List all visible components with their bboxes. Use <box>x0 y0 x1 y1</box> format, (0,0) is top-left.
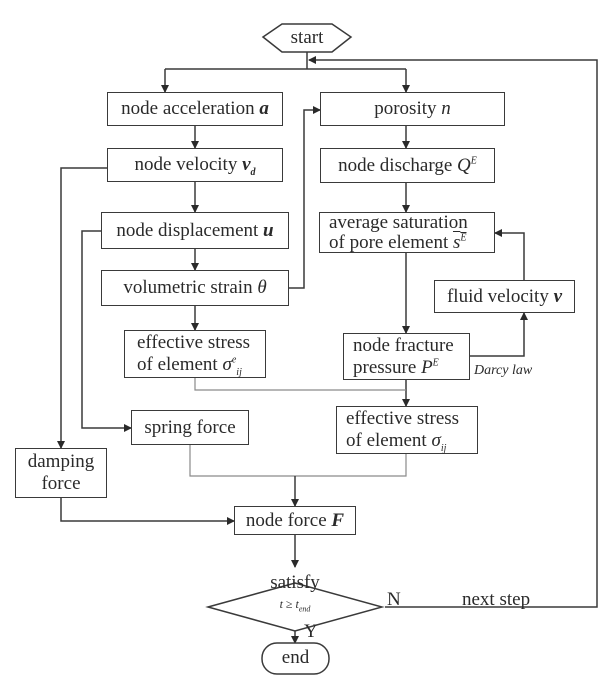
node-fracture-pressure: node fracture pressure PE <box>343 333 470 380</box>
var-P-sup: E <box>432 357 439 369</box>
node-velocity-label: node velocity <box>134 154 243 175</box>
node-force: node force F <box>234 506 356 535</box>
node-porosity: porosity n <box>320 92 505 126</box>
damping-line2: force <box>41 473 81 494</box>
saturation-line2: of pore element <box>329 231 453 253</box>
edge-label-yes: Y <box>304 621 318 642</box>
var-n: n <box>441 98 451 119</box>
var-u: u <box>263 219 274 241</box>
var-theta: θ <box>257 277 267 298</box>
node-spring-force: spring force <box>131 410 249 445</box>
edge-label-no: N <box>387 589 401 610</box>
var-s: sE <box>452 231 467 253</box>
edge-velocity-damping <box>57 167 107 449</box>
node-volstrain-label: volumetric strain <box>123 277 258 298</box>
node-acceleration-label: node acceleration <box>121 98 260 119</box>
var-v-fluid: v <box>553 285 563 307</box>
edge-displacement-spring <box>81 230 132 432</box>
edge-fracture-fluidvelocity <box>470 312 528 357</box>
node-volumetric-strain: volumetric strain θ <box>101 270 289 306</box>
damping-line1: damping <box>27 451 95 472</box>
var-sigma-sup: e <box>231 354 237 366</box>
edge-effstress-e-merge <box>194 378 406 391</box>
node-force-label: node force <box>245 509 332 531</box>
node-damping-force: damping force <box>15 448 107 498</box>
node-effective-stress: effective stress of element σij <box>336 406 478 454</box>
node-average-saturation: average saturation of pore element sE <box>319 212 495 253</box>
edge-volstrain-porosity <box>289 106 321 289</box>
node-velocity: node velocity vd <box>107 148 283 182</box>
start-terminal-shape <box>261 23 353 53</box>
effstress-e-line2: of element <box>137 354 223 375</box>
start-node: start <box>290 27 324 48</box>
var-P: P <box>421 356 433 378</box>
var-Q-sup: E <box>470 155 477 167</box>
discharge-label: node discharge <box>338 154 458 176</box>
saturation-line1: average saturation <box>329 211 468 233</box>
effstress-line1: effective stress <box>346 408 460 429</box>
decision-label: satisfy <box>270 572 320 593</box>
fracture-line2: pressure <box>353 356 422 378</box>
spring-label: spring force <box>144 416 236 438</box>
fluid-velocity-label: fluid velocity <box>446 285 554 307</box>
end-node: end <box>281 647 310 668</box>
node-effective-stress-e: effective stress of element σeij <box>124 330 266 378</box>
var-a: a <box>259 98 269 119</box>
var-sigma-ij-sub: ij <box>440 442 447 454</box>
effstress-line2: of element <box>346 430 432 451</box>
node-fluid-velocity: fluid velocity v <box>434 280 575 313</box>
node-acceleration: node acceleration a <box>107 92 283 126</box>
darcy-law-label: Darcy law <box>474 363 533 378</box>
var-sigma-ij: σ <box>431 430 441 451</box>
var-sigma: σ <box>222 354 232 375</box>
end-terminal-shape <box>261 642 330 675</box>
effstress-e-line1: effective stress <box>137 332 251 353</box>
var-F: F <box>331 509 345 531</box>
fracture-line1: node fracture <box>353 334 454 356</box>
edge-damping-nodeforce <box>60 498 235 525</box>
edge-fluidvelocity-saturation <box>494 229 525 280</box>
edge-label-next-step: next step <box>462 589 531 610</box>
node-discharge: node discharge QE <box>320 148 495 183</box>
node-displacement: node displacement u <box>101 212 289 249</box>
porosity-label: porosity <box>374 98 442 119</box>
edge-spring-merge <box>189 445 407 477</box>
var-sigma-sub: ij <box>236 366 242 378</box>
edge-loop-back <box>308 56 598 608</box>
var-v-sub: d <box>250 166 256 178</box>
node-displacement-label: node displacement <box>116 219 264 241</box>
decision-condition: t ≥ tend <box>279 597 311 614</box>
var-v: v <box>242 154 251 175</box>
var-Q: Q <box>457 154 471 176</box>
